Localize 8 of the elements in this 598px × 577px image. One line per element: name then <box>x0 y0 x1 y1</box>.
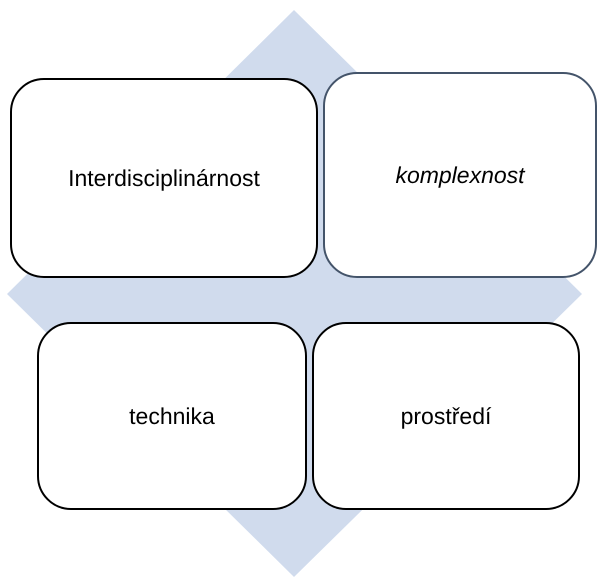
rounded-box <box>10 78 318 278</box>
rounded-box <box>323 72 597 278</box>
box-label: prostředí <box>400 402 492 430</box>
rounded-box <box>312 322 580 510</box>
rounded-box <box>37 322 307 510</box>
box-label: Interdisciplinárnost <box>67 164 261 192</box>
box-label: technika <box>128 402 216 430</box>
box-label: komplexnost <box>394 162 526 188</box>
